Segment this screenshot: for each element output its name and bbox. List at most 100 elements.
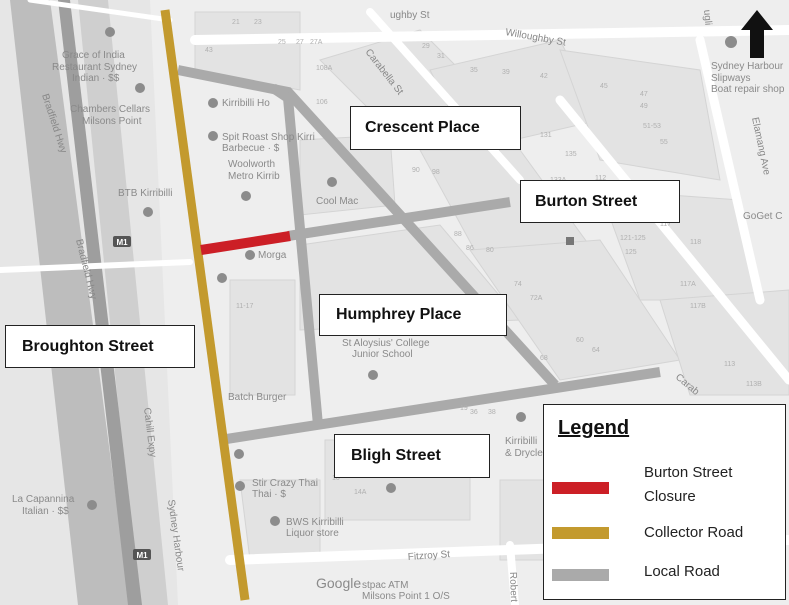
svg-text:stpac ATM: stpac ATM <box>362 580 409 591</box>
svg-text:55: 55 <box>660 139 668 146</box>
local-roads <box>177 65 661 445</box>
svg-text:St Aloysius' College: St Aloysius' College <box>342 338 430 349</box>
svg-text:117B: 117B <box>690 303 706 310</box>
svg-text:Italian · $$: Italian · $$ <box>22 506 69 517</box>
pin-icon <box>143 207 153 217</box>
label-robert: Robert <box>507 572 519 603</box>
svg-text:11-17: 11-17 <box>236 303 253 310</box>
svg-text:27A: 27A <box>310 39 323 46</box>
broughton-street-collector-road <box>160 9 250 601</box>
svg-text:113B: 113B <box>746 381 762 388</box>
svg-text:Grace of India: Grace of India <box>62 50 125 61</box>
svg-text:La Capannina: La Capannina <box>12 494 75 505</box>
crescent-place-label: Crescent Place <box>350 106 521 150</box>
svg-text:Milsons Point: Milsons Point <box>82 116 142 127</box>
svg-text:BTB Kirribilli: BTB Kirribilli <box>118 188 172 199</box>
svg-text:Spit Roast Shop Kirri: Spit Roast Shop Kirri <box>222 132 315 143</box>
svg-text:88: 88 <box>454 231 462 238</box>
svg-text:108A: 108A <box>316 65 333 72</box>
cahill-expy-road <box>78 0 168 605</box>
bligh-street-road <box>219 367 661 445</box>
label-sugli: ugli <box>701 9 713 25</box>
svg-text:86: 86 <box>466 245 474 252</box>
burton-street-label: Burton Street <box>520 180 680 223</box>
svg-text:36: 36 <box>470 409 478 416</box>
svg-text:10: 10 <box>332 475 340 482</box>
svg-text:27: 27 <box>296 39 304 46</box>
svg-text:Milsons Point 1 O/S: Milsons Point 1 O/S <box>362 591 450 602</box>
svg-text:Morga: Morga <box>258 250 287 261</box>
pin-icon <box>368 370 378 380</box>
svg-text:80: 80 <box>486 247 494 254</box>
svg-text:112: 112 <box>595 175 606 182</box>
svg-text:90: 90 <box>412 167 420 174</box>
svg-text:Indian · $$: Indian · $$ <box>72 73 120 84</box>
svg-text:Stir Crazy Thai: Stir Crazy Thai <box>252 478 318 489</box>
m1-shield-upper: M1 <box>113 236 131 247</box>
pin-icon <box>235 481 245 491</box>
svg-text:Boat repair shop: Boat repair shop <box>711 84 785 95</box>
svg-text:117: 117 <box>660 221 671 228</box>
svg-text:Slipways: Slipways <box>711 73 750 84</box>
svg-text:60: 60 <box>576 337 584 344</box>
pin-icon <box>208 98 218 108</box>
burton-street-local-segment <box>287 197 511 241</box>
legend-label-local-road: Local Road <box>644 563 720 580</box>
svg-text:45: 45 <box>600 83 608 90</box>
label-fitzroy-st: Fitzroy St <box>407 549 450 563</box>
svg-text:98: 98 <box>432 169 440 176</box>
pin-icon <box>105 27 115 37</box>
pin-icon <box>327 177 337 187</box>
pin-icon <box>87 500 97 510</box>
svg-text:74: 74 <box>514 281 522 288</box>
svg-text:Barbecue · $: Barbecue · $ <box>222 143 280 154</box>
svg-text:118: 118 <box>690 239 701 246</box>
svg-text:Woolworth: Woolworth <box>228 159 275 170</box>
pin-icon <box>208 131 218 141</box>
svg-text:Thai · $: Thai · $ <box>252 489 286 500</box>
svg-text:49: 49 <box>640 103 648 110</box>
svg-text:68: 68 <box>540 355 548 362</box>
svg-text:51-53: 51-53 <box>643 123 661 130</box>
legend-label-collector-road: Collector Road <box>644 524 744 541</box>
humphrey-place-label: Humphrey Place <box>319 294 507 336</box>
svg-text:Metro Kirrib: Metro Kirrib <box>228 171 280 182</box>
pin-icon <box>217 273 227 283</box>
svg-text:M1: M1 <box>116 238 128 247</box>
m1-shield-lower: M1 <box>133 549 151 560</box>
svg-text:42: 42 <box>540 73 548 80</box>
legend-title: Legend <box>558 417 630 439</box>
svg-text:GoGet C: GoGet C <box>743 211 782 222</box>
svg-text:125: 125 <box>625 249 637 256</box>
legend-swatch-collector-road <box>552 527 609 539</box>
pin-icon <box>516 412 526 422</box>
map-legend: Legend Burton Street Closure Collector R… <box>543 404 786 600</box>
google-logo: Google <box>316 575 361 591</box>
svg-text:35: 35 <box>470 67 478 74</box>
svg-text:Kirribilli Ho: Kirribilli Ho <box>222 98 270 109</box>
svg-text:Batch Burger: Batch Burger <box>228 392 287 403</box>
svg-text:Cool Mac: Cool Mac <box>316 196 358 207</box>
svg-text:72A: 72A <box>530 295 543 302</box>
legend-swatch-local-road <box>552 569 609 581</box>
place-pins <box>87 27 737 526</box>
svg-text:39: 39 <box>502 69 510 76</box>
svg-text:& Drycle: & Drycle <box>505 448 543 459</box>
bradfield-hwy-road <box>10 0 130 605</box>
legend-swatch-closure <box>552 482 609 494</box>
svg-text:117A: 117A <box>680 281 696 288</box>
svg-text:131: 131 <box>540 132 552 139</box>
pin-icon <box>234 449 244 459</box>
svg-text:31: 31 <box>437 53 445 60</box>
svg-text:23: 23 <box>254 19 262 26</box>
svg-text:Liquor store: Liquor store <box>286 528 339 539</box>
north-arrow-icon <box>741 10 773 58</box>
pin-icon <box>270 516 280 526</box>
svg-text:38: 38 <box>488 409 496 416</box>
svg-text:19: 19 <box>460 405 468 412</box>
svg-text:Restaurant Sydney: Restaurant Sydney <box>52 62 137 73</box>
svg-text:21: 21 <box>232 19 240 26</box>
bus-stop-icon <box>566 237 574 245</box>
svg-text:64: 64 <box>592 347 600 354</box>
